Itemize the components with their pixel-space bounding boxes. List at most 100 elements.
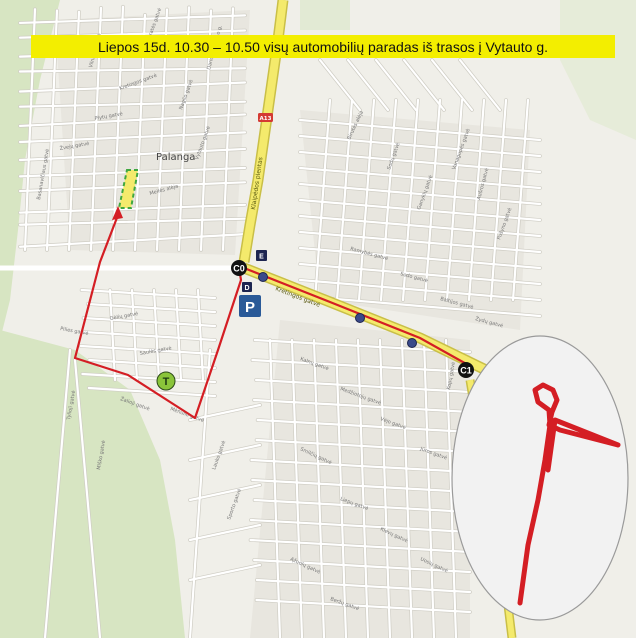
street-segment (356, 338, 370, 638)
sign-icon-b: D (242, 282, 252, 292)
street-segment (298, 118, 542, 142)
street-segment (252, 398, 472, 414)
svg-text:C1: C1 (460, 366, 472, 376)
street-segment (253, 558, 472, 574)
street-segment (430, 58, 474, 112)
street-segment (254, 378, 472, 394)
destination-area (117, 169, 140, 209)
street-segment (255, 578, 472, 594)
route-waypoints (258, 272, 417, 348)
street-segment (256, 418, 472, 434)
street-segment (108, 288, 117, 382)
street-segment (18, 203, 247, 214)
street-segment (188, 563, 262, 582)
street-segment (87, 386, 217, 398)
street-label: Kopų gatvė (446, 361, 457, 390)
svg-text:E: E (259, 254, 264, 261)
street-segment (255, 598, 472, 614)
street-segment (130, 288, 139, 382)
street-segment (298, 198, 542, 222)
street-segment (249, 518, 472, 534)
street-segment (86, 302, 217, 314)
street-segment (334, 338, 348, 638)
street-label: Saulės gatvė (139, 345, 172, 357)
street-segment (88, 358, 217, 370)
street-segment (402, 58, 446, 112)
street-segment (298, 278, 542, 302)
svg-text:D: D (244, 285, 249, 292)
svg-text:C0: C0 (233, 264, 245, 274)
svg-text:A13: A13 (260, 116, 272, 122)
town-label: Palanga (156, 152, 195, 163)
street-segment (188, 348, 212, 638)
street-segment (73, 358, 102, 638)
street-segment (298, 134, 542, 158)
street-segment (379, 98, 398, 302)
street-segment (313, 98, 332, 302)
street-segment (445, 98, 464, 302)
track-inset (451, 335, 629, 621)
street-segment (255, 438, 472, 454)
street-segment (188, 403, 262, 422)
t-marker[interactable]: T (156, 371, 176, 391)
street-segment (312, 338, 326, 638)
street-segment (298, 182, 542, 206)
street-segment (318, 58, 362, 112)
svg-text:T: T (163, 376, 170, 388)
street-label: Pilies gatvė (60, 326, 89, 337)
street-segment (401, 98, 420, 302)
checkpoint-c0[interactable]: C0 (231, 260, 247, 276)
street-segment (251, 358, 472, 374)
street-segment (18, 131, 247, 144)
street-segment (250, 458, 472, 474)
street-segment (81, 372, 217, 384)
announcement-banner: Liepos 15d. 10.30 – 10.50 visų automobil… (31, 35, 615, 58)
street-segment (511, 98, 530, 302)
road-shield-a13: A13 (258, 113, 273, 122)
parking-icon[interactable]: P (239, 295, 261, 317)
street-segment (43, 348, 72, 638)
street-segment (458, 58, 502, 112)
street-segment (346, 58, 390, 112)
street-segment (374, 58, 418, 112)
street-label: Plytų gatvė (94, 111, 123, 122)
street-label: Tylioji gatvė (66, 390, 77, 421)
street-segment (290, 338, 304, 638)
sign-icon-a: E (256, 250, 267, 261)
street-segment (196, 288, 205, 382)
street-segment (444, 338, 458, 638)
checkpoint-c1[interactable]: C1 (458, 362, 474, 378)
street-segment (268, 338, 282, 638)
street-segment (18, 233, 247, 248)
street-segment (18, 147, 247, 162)
street-segment (423, 98, 442, 302)
banner-text: Liepos 15d. 10.30 – 10.50 visų automobil… (98, 39, 548, 55)
street-segment (79, 344, 217, 356)
street-label: Gėlių gatvė (109, 311, 138, 322)
street-segment (489, 98, 508, 302)
street-segment (249, 538, 472, 554)
svg-text:P: P (245, 299, 255, 316)
route-arrow-head (112, 206, 123, 220)
street-segment (357, 98, 376, 302)
street-segment (400, 338, 414, 638)
street-segment (18, 217, 247, 226)
street-segment (152, 288, 161, 382)
street-segment (467, 98, 486, 302)
street-segment (422, 338, 436, 638)
street-segment (298, 214, 542, 238)
street-segment (253, 498, 472, 514)
street-segment (188, 483, 262, 502)
street-segment (82, 330, 217, 342)
street-segment (298, 230, 542, 254)
street-segment (80, 288, 217, 300)
street-segment (251, 478, 472, 494)
street-segment (188, 523, 262, 542)
street-segment (378, 338, 392, 638)
street-segment (82, 316, 217, 328)
street-segment (174, 288, 183, 382)
street-segment (298, 294, 542, 318)
street-segment (335, 98, 354, 302)
